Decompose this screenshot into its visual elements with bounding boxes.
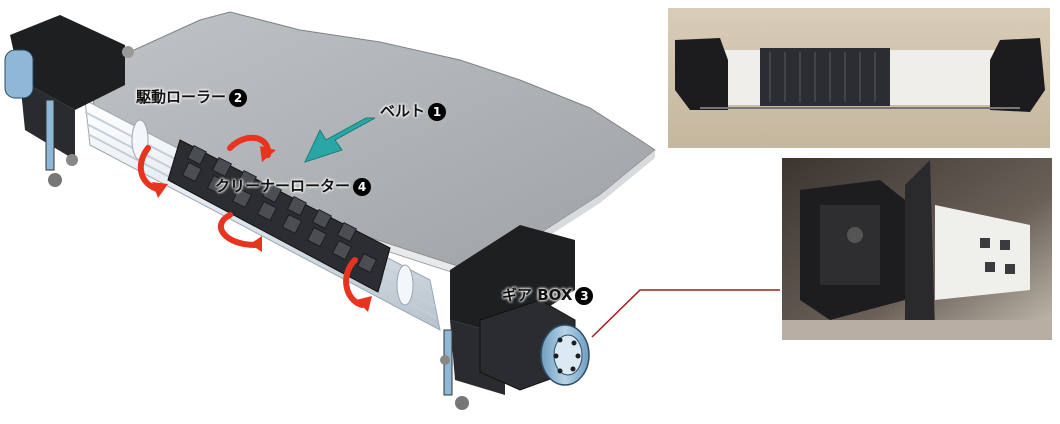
rotation-arrow-heads (152, 146, 372, 312)
belt-direction-arrow (304, 117, 376, 163)
belt (89, 11, 656, 279)
gear-box (440, 225, 590, 410)
callout-line (591, 289, 780, 338)
photo-gear-box-closeup (782, 158, 1052, 340)
label-belt-number: 1 (428, 102, 447, 121)
photo-roller-assembly (668, 8, 1050, 148)
label-belt-text: ベルト (380, 102, 426, 120)
label-drive-roller-text: 駆動ローラー (136, 88, 227, 106)
cleaner-rotor (167, 139, 391, 293)
left-bracket (4, 15, 134, 187)
label-drive-roller-number: 2 (229, 88, 248, 107)
label-gear-box-text: ギア BOX (502, 286, 573, 304)
label-cleaner-rotor-number: 4 (353, 177, 372, 196)
label-cleaner-rotor-text: クリーナーローター (215, 177, 351, 195)
label-gear-box-number: 3 (575, 286, 594, 305)
